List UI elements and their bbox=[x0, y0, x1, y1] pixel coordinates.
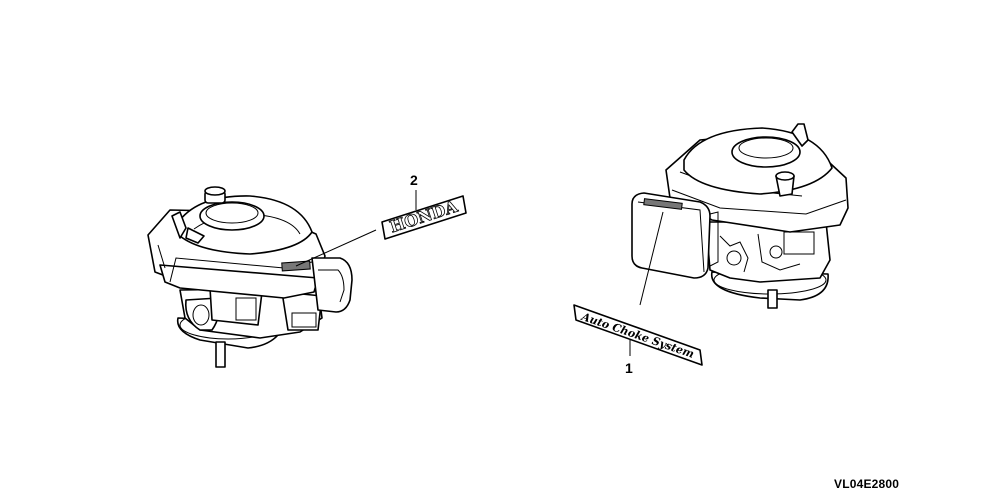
leader-line-2-to-engine bbox=[295, 229, 377, 267]
diagram-code: VL04E2800 bbox=[834, 477, 900, 491]
auto-choke-system-label: Auto Choke System bbox=[573, 304, 703, 366]
honda-emblem: HONDA bbox=[381, 195, 467, 240]
leader-line-1 bbox=[639, 211, 664, 306]
engine-left bbox=[147, 186, 353, 368]
auto-choke-label-text: Auto Choke System bbox=[579, 310, 696, 361]
callout-number-1: 1 bbox=[625, 360, 633, 376]
honda-emblem-text: HONDA bbox=[387, 197, 460, 237]
engine-right bbox=[631, 123, 849, 309]
callout-number-2: 2 bbox=[410, 172, 418, 188]
